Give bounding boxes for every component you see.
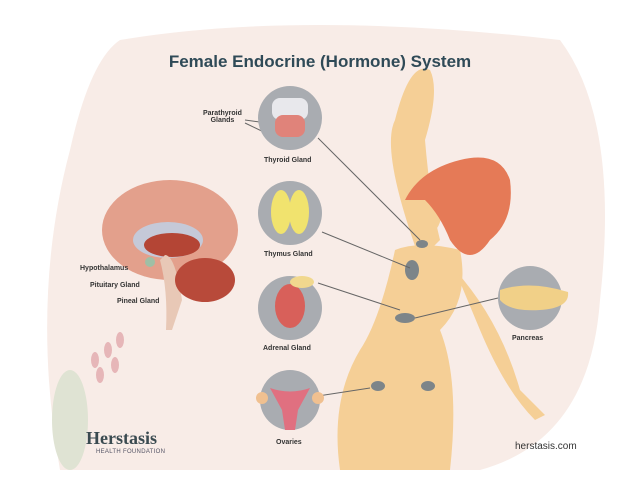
logo-subtitle: HEALTH FOUNDATION bbox=[96, 449, 166, 455]
adrenal-label: Adrenal Gland bbox=[263, 345, 311, 352]
thyroid-circle bbox=[258, 86, 322, 150]
page-title: Female Endocrine (Hormone) System bbox=[168, 52, 472, 71]
thymus-label: Thymus Gland bbox=[264, 251, 313, 258]
thyroid-label: Thyroid Gland bbox=[264, 157, 312, 164]
thymus-circle bbox=[258, 181, 322, 245]
ovaries-label: Ovaries bbox=[276, 439, 302, 446]
hair bbox=[405, 157, 511, 255]
pancreas-label: Pancreas bbox=[512, 335, 544, 342]
pancreas-circle bbox=[498, 266, 569, 330]
parathyroid-label-line2: Glands bbox=[210, 117, 235, 124]
logo-name: Herstasis bbox=[86, 428, 157, 448]
brain-illustration bbox=[102, 180, 238, 330]
adrenal-circle bbox=[258, 276, 322, 340]
body-glands bbox=[371, 240, 435, 391]
herstasis-logo: Herstasis HEALTH FOUNDATION bbox=[86, 428, 165, 455]
pineal-label: Pineal Gland bbox=[117, 298, 160, 305]
pituitary-label: Pituitary Gland bbox=[90, 282, 140, 289]
website-link[interactable]: herstasis.com bbox=[515, 441, 577, 452]
ovaries-circle bbox=[256, 370, 324, 430]
background-blob bbox=[47, 25, 605, 470]
parathyroid-label: Parathyroid Glands bbox=[203, 110, 242, 124]
parathyroid-label-line1: Parathyroid bbox=[203, 110, 242, 117]
hypothalamus-label: Hypothalamus bbox=[80, 265, 129, 272]
leaf-decoration bbox=[52, 370, 88, 470]
branch-decoration bbox=[91, 332, 124, 383]
